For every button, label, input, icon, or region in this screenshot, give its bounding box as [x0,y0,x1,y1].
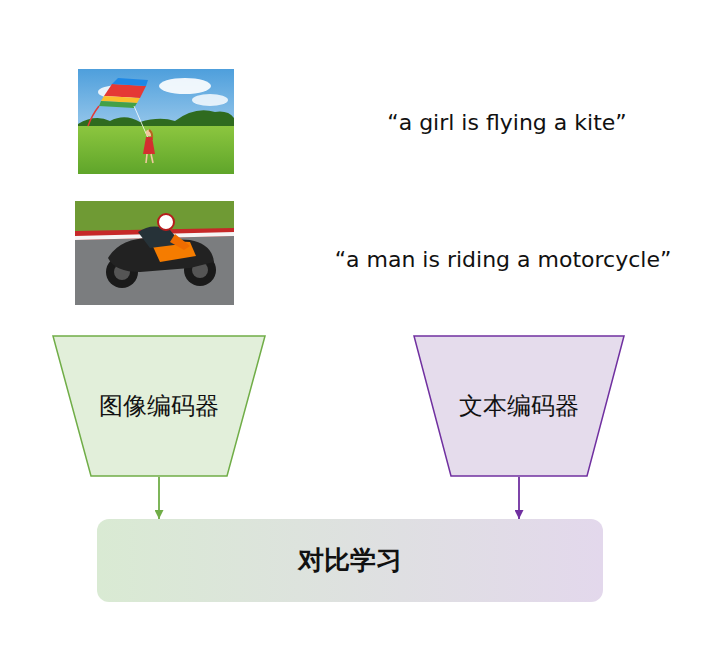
trapezoid-shape [414,336,624,476]
trapezoid-shape [53,336,265,476]
text-holder: 图像编码器 [52,335,266,477]
rider-arm [170,234,190,250]
motorcycle-photo [75,201,234,305]
cloud [159,78,211,94]
kite-tail [88,106,99,126]
cloud [192,94,228,106]
kite [99,101,137,108]
connector-arrow [158,477,160,519]
kite-photo [78,69,234,174]
node-text: 图像编码器 [99,390,219,422]
kite [104,84,146,98]
track [75,201,234,305]
encoder-trapezoid: 图像编码器 [52,335,266,477]
node-text: 文本编码器 [459,390,579,422]
grass [78,126,234,174]
kite [112,78,148,86]
text-holder: 对比学习 [97,519,603,602]
encoder-trapezoid: 文本编码器 [413,335,625,477]
node-text: 对比学习 [298,543,402,578]
girl-leg [146,154,147,163]
sky [78,69,234,174]
caption-text: “a girl is flying a kite” [387,110,626,135]
loss-box: 对比学习 [97,519,603,602]
girl-leg [151,154,153,163]
girl-dress [143,137,155,154]
connector-arrow [518,477,520,519]
caption-text: “a man is riding a motorcycle” [335,247,672,272]
text-holder: 文本编码器 [413,335,625,477]
helmet [158,214,174,230]
